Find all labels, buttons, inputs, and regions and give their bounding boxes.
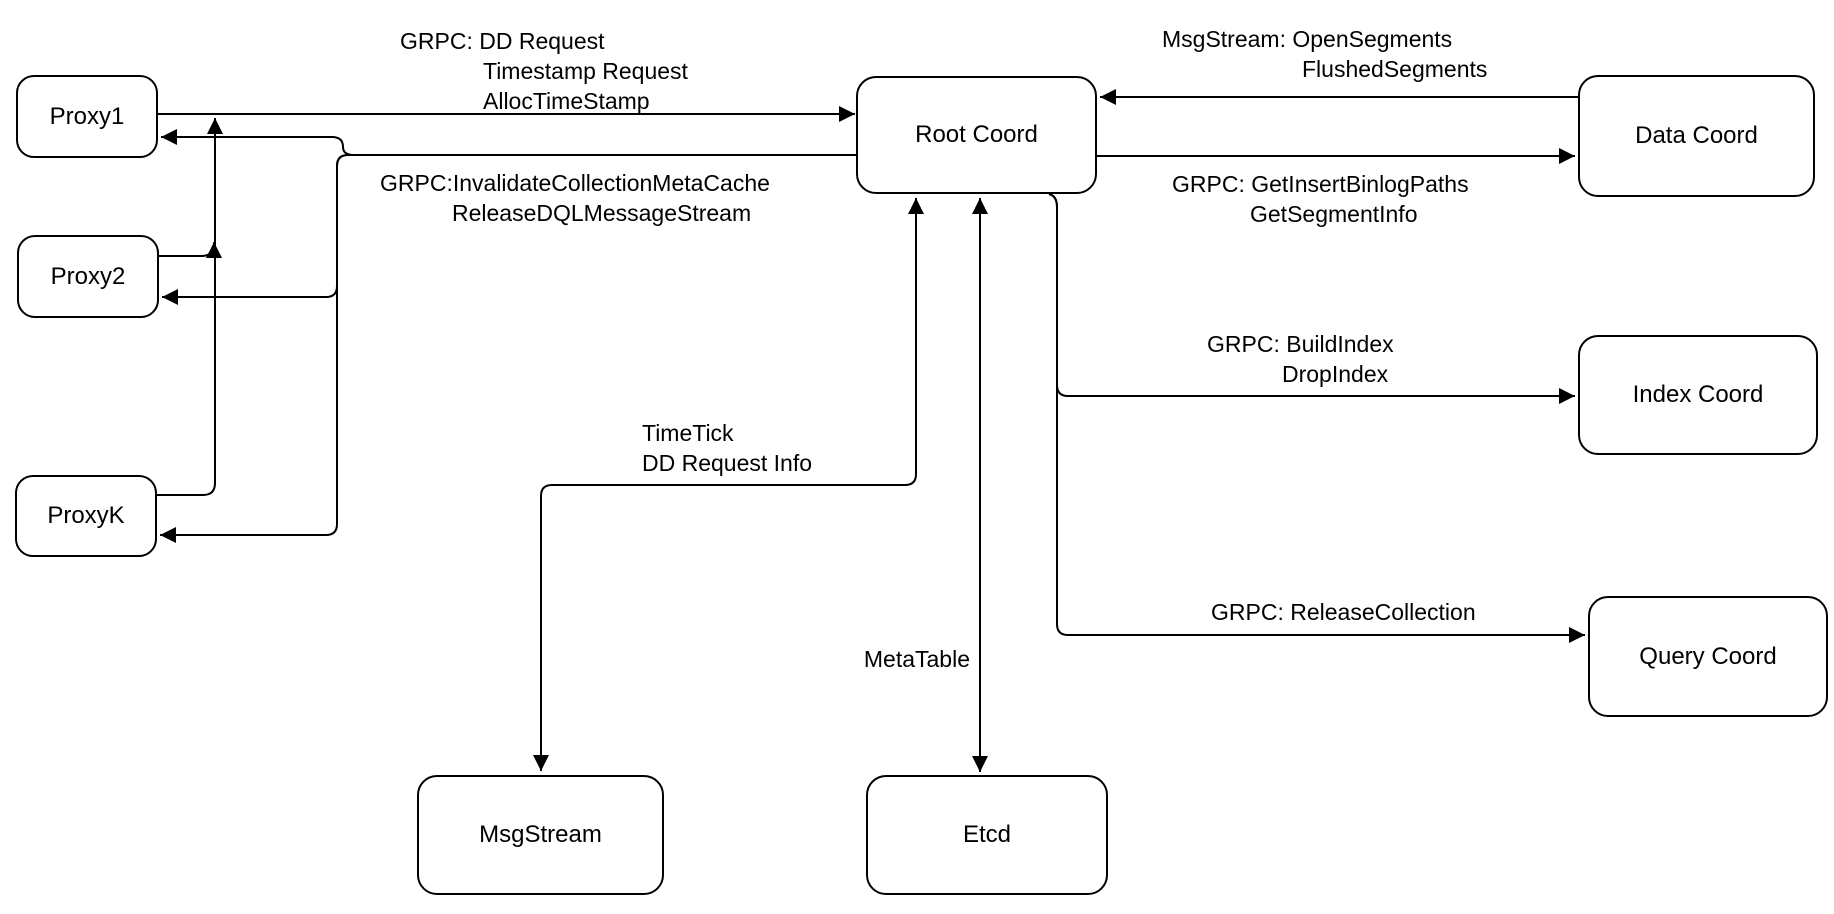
node-proxy2-label: Proxy2 [50,262,126,290]
edge-label-rootcoord-to-indexcoord: GRPC: BuildIndex DropIndex [1207,329,1394,389]
node-proxyk-label: ProxyK [47,502,125,529]
edge-label-rootcoord-to-msgstream: TimeTick DD Request Info [642,418,812,478]
edge-label-line: GetSegmentInfo [1250,201,1418,227]
edge-label-proxy-to-rootcoord: GRPC: DD Request Timestamp Request Alloc… [400,26,688,116]
node-proxy2: Proxy2 [17,235,159,318]
edge-label-line: GRPC: ReleaseCollection [1211,599,1476,625]
edge-label-rootcoord-to-etcd: MetaTable [857,644,970,674]
edge-label-line: DropIndex [1282,361,1389,387]
edge-label-line: ReleaseDQLMessageStream [452,200,752,226]
node-index-coord-label: Index Coord [1632,381,1764,408]
edge-proxyk-trunk-up [157,118,223,496]
node-msgstream: MsgStream [417,775,664,895]
edge-rootcoord-to-proxyk [160,154,856,543]
edge-label-line: DD Request Info [642,450,813,476]
edge-label-line: GRPC:InvalidateCollectionMetaCache [380,170,770,196]
edge-label-datacoord-to-rootcoord: MsgStream: OpenSegments FlushedSegments [1162,24,1487,84]
edge-rootcoord-to-proxy1 [161,129,856,156]
edge-label-rootcoord-to-querycoord: GRPC: ReleaseCollection [1211,597,1476,627]
edge-label-line: GRPC: BuildIndex [1207,331,1394,357]
node-msgstream-label: MsgStream [479,821,602,848]
node-query-coord-label: Query Coord [1639,642,1777,670]
node-etcd: Etcd [866,775,1108,895]
node-root-coord-label: Root Coord [915,121,1038,148]
edge-label-rootcoord-to-proxies: GRPC:InvalidateCollectionMetaCache Relea… [380,168,770,228]
node-proxyk: ProxyK [15,475,157,557]
edge-label-line: GRPC: DD Request [400,28,605,54]
node-proxy1: Proxy1 [16,75,158,158]
node-data-coord-label: Data Coord [1635,122,1758,149]
edge-proxy2-to-trunk [158,242,222,258]
edge-label-line: TimeTick [642,420,734,446]
node-query-coord: Query Coord [1588,596,1828,717]
node-index-coord: Index Coord [1578,335,1818,455]
edge-label-line: AllocTimeStamp [483,88,650,114]
node-data-coord: Data Coord [1578,75,1815,197]
edge-label-line: GRPC: GetInsertBinlogPaths [1172,171,1469,197]
edge-rootcoord-to-querycoord [1048,193,1585,643]
node-etcd-label: Etcd [962,821,1012,848]
edge-label-line: MetaTable [863,646,970,672]
edge-label-line: FlushedSegments [1302,56,1488,82]
edge-label-rootcoord-to-datacoord: GRPC: GetInsertBinlogPaths GetSegmentInf… [1172,169,1469,229]
edge-label-line: MsgStream: OpenSegments [1162,26,1453,52]
node-proxy1-label: Proxy1 [49,102,125,130]
node-root-coord: Root Coord [856,76,1097,194]
edge-label-line: Timestamp Request [483,58,688,84]
edge-rootcoord-to-msgstream [533,198,924,771]
